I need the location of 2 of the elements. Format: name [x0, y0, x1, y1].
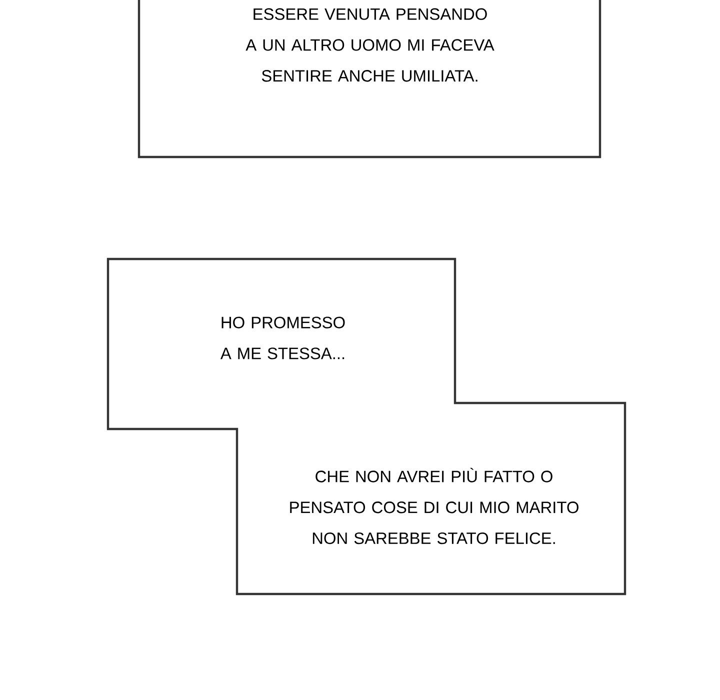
- caption-box: ESSERE VENUTA PENSANDO A UN ALTRO UOMO MI FACEVA SENTIRE ANCHE UMILIATA.: [138, 0, 602, 158]
- caption-box: HO PROMESSO A ME STESSA... CHE NON AVREI PIÙ FATTO O PENSATO COSE DI CUI MIO MARITO NON SAREBBE STATO FELICE.: [106, 258, 626, 596]
